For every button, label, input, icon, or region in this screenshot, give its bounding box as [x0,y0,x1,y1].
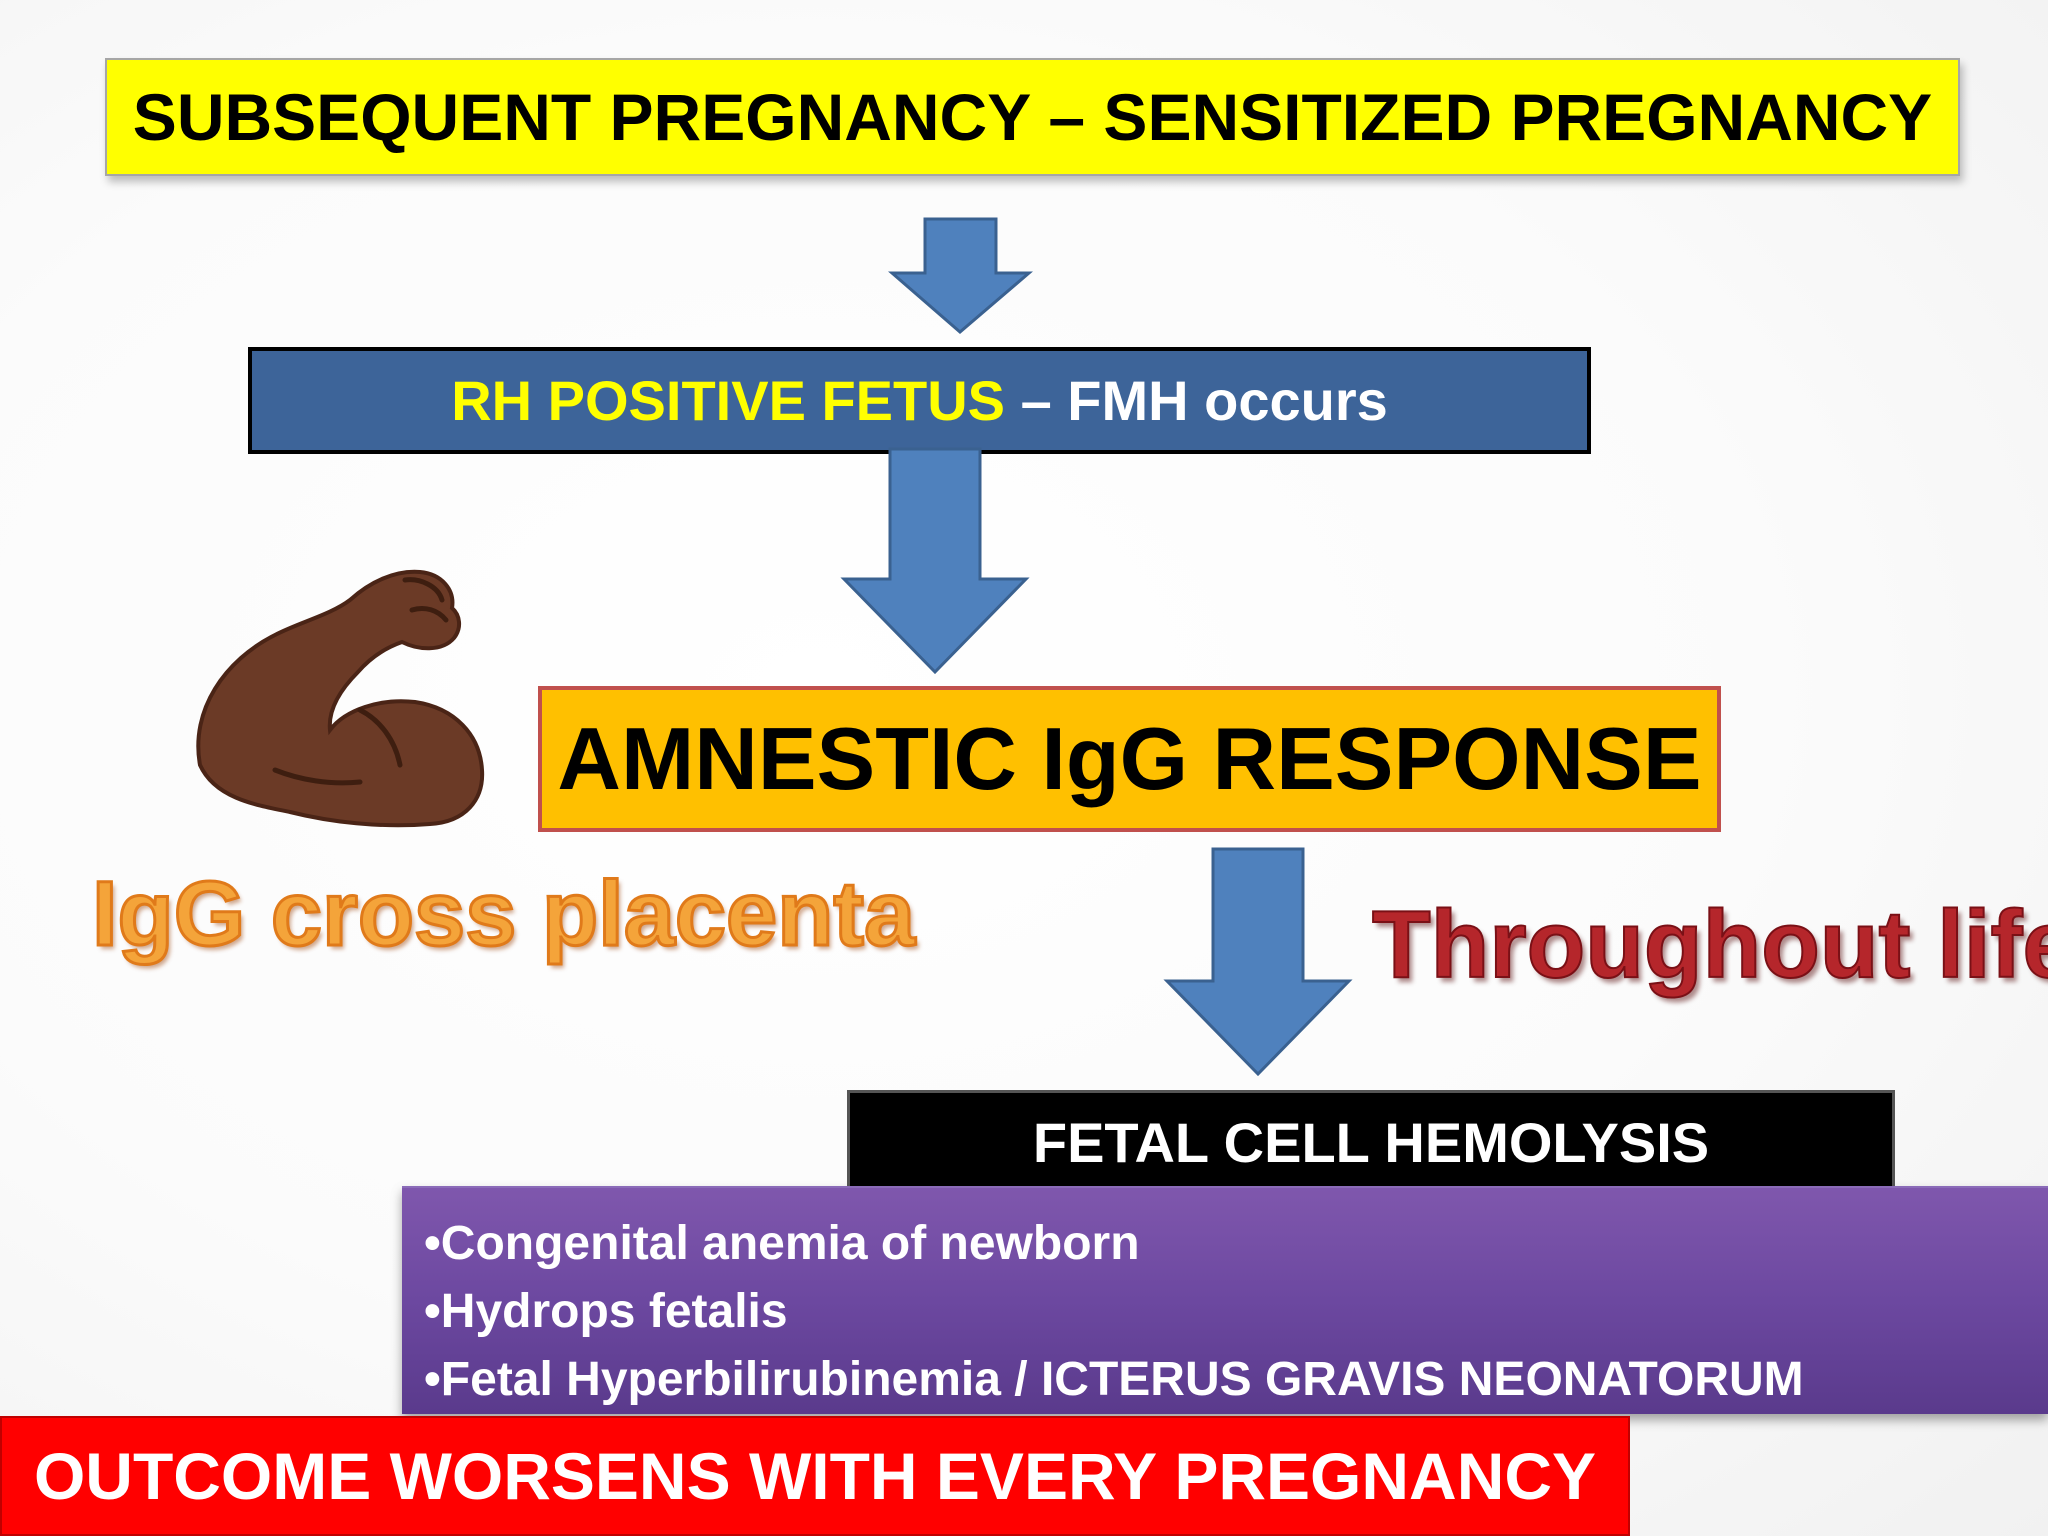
outcome-banner: OUTCOME WORSENS WITH EVERY PREGNANCY [0,1416,1630,1536]
down-arrow-icon [888,217,1033,334]
hemolysis-label: FETAL CELL HEMOLYSIS [1032,1110,1710,1174]
title-text: SUBSEQUENT PREGNANCY – SENSITIZED PREGNA… [132,80,1933,154]
fmh-label: – FMH occurs [1005,369,1388,432]
amnestic-label: AMNESTIC IgG RESPONSE [557,709,1702,808]
title-box: SUBSEQUENT PREGNANCY – SENSITIZED PREGNA… [105,58,1960,176]
rh-positive-label: RH POSITIVE FETUS [451,369,1006,432]
amnestic-igg-response-box: AMNESTIC IgG RESPONSE [538,686,1721,832]
down-arrow-icon [840,447,1030,675]
consequence-item: •Congenital anemia of newborn [424,1217,1140,1270]
consequence-item: •Hydrops fetalis [424,1285,788,1338]
flexed-biceps-icon [196,569,485,828]
consequence-item: •Fetal Hyperbilirubinemia / ICTERUS GRAV… [424,1353,1804,1406]
fetal-cell-hemolysis-box: FETAL CELL HEMOLYSIS [847,1090,1895,1194]
rh-positive-fetus-box: RH POSITIVE FETUS – FMH occurs [248,347,1591,454]
throughout-life-label: Throughout life [1371,890,2048,999]
down-arrow-icon [1163,847,1353,1077]
outcome-label: OUTCOME WORSENS WITH EVERY PREGNANCY [33,1439,1597,1513]
consequences-box: •Congenital anemia of newborn •Hydrops f… [402,1186,2048,1414]
igg-cross-placenta-label: IgG cross placenta [90,862,916,967]
